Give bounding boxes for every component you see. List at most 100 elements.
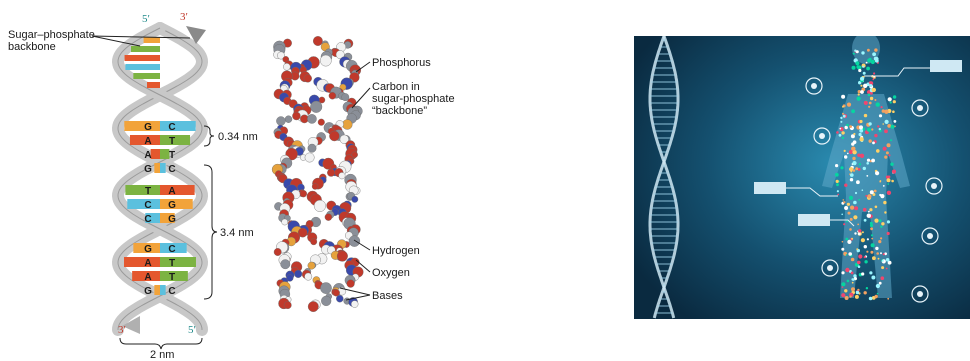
figure-sparkle (847, 203, 850, 206)
figure-sparkle (853, 53, 855, 55)
figure-sparkle (879, 219, 882, 222)
atom (352, 196, 358, 202)
atom (320, 55, 331, 66)
top-rung-segment (131, 46, 160, 52)
figure-sparkle (871, 159, 875, 163)
atoms (272, 36, 363, 312)
base-letter-right: T (169, 258, 175, 269)
figure-sparkle (880, 237, 882, 239)
figure-sparkle (875, 247, 878, 250)
base-C (160, 163, 166, 173)
base-letter-right: T (169, 136, 175, 147)
figure-sparkle (894, 120, 897, 123)
backbone-label-2: backbone (8, 41, 56, 53)
figure-sparkle (867, 238, 869, 240)
figure-sparkle (835, 173, 839, 177)
figure-sparkle (857, 154, 860, 157)
atom (313, 36, 322, 45)
figure-sparkle (858, 93, 860, 95)
figure-sparkle (857, 224, 859, 226)
figure-sparkle (876, 252, 879, 255)
figure-sparkle (841, 131, 844, 134)
figure-sparkle (859, 133, 862, 136)
callout-panel-icon (798, 214, 830, 226)
callout-dot-icon (811, 83, 817, 89)
figure-sparkle (848, 252, 852, 256)
figure-sparkle (887, 178, 891, 182)
figure-sparkle (893, 100, 896, 103)
figure-sparkle (890, 101, 892, 103)
figure-sparkle (874, 48, 877, 51)
atom (342, 120, 352, 130)
atom (329, 131, 339, 141)
figure-sparkle (870, 227, 873, 230)
base-A (124, 257, 160, 267)
figure-sparkle (860, 77, 864, 81)
figure-sparkle (864, 260, 867, 263)
carbon-label-1: Carbon in (372, 81, 420, 93)
atom (282, 219, 288, 225)
atom (308, 262, 315, 269)
figure-sparkle (862, 189, 864, 191)
illustration-canvas (634, 36, 970, 319)
figure-sparkle (844, 289, 847, 292)
human-dna-illustration (634, 36, 970, 319)
figure-sparkle (867, 128, 871, 132)
figure-sparkle (843, 115, 846, 118)
width-label: 2 nm (150, 349, 174, 361)
atom (308, 301, 318, 311)
base-C (160, 121, 196, 131)
figure-sparkle (842, 241, 844, 243)
figure-sparkle (875, 171, 879, 175)
atom (283, 63, 290, 70)
figure-sparkle (836, 183, 839, 186)
figure-sparkle (887, 220, 890, 223)
figure-sparkle (842, 113, 844, 115)
figure-sparkle (853, 169, 856, 172)
figure-sparkle (861, 272, 864, 275)
figure-sparkle (847, 280, 850, 283)
figure-sparkle (851, 238, 853, 240)
figure-sparkle (887, 183, 889, 185)
carbon-pointer (352, 88, 370, 108)
figure-sparkle (871, 276, 875, 280)
figure-sparkle (854, 232, 856, 234)
base-letter-right: G (168, 214, 176, 225)
pitch-label: 3.4 nm (220, 227, 254, 239)
callout-dot-icon (931, 183, 937, 189)
figure-sparkle (862, 231, 864, 233)
base-letter-right: C (168, 164, 175, 175)
figure-sparkle (846, 221, 848, 223)
atom (327, 169, 335, 177)
figure-sparkle (855, 295, 859, 299)
figure-sparkle (869, 297, 873, 301)
atom (281, 260, 290, 269)
carbon-label-3: “backbone” (372, 105, 427, 117)
figure-sparkle (853, 133, 855, 135)
base-letter-right: T (169, 150, 175, 161)
hydrogen-label: Hydrogen (372, 245, 420, 257)
bases-label: Bases (372, 290, 403, 302)
carbon-label-2: sugar-phosphate (372, 93, 455, 105)
bottom-left-prime: 3′ (118, 324, 126, 336)
figure-sparkle (891, 180, 894, 183)
figure-sparkle (882, 123, 884, 125)
figure-sparkle (881, 106, 883, 108)
figure-sparkle (885, 120, 889, 124)
top-rung-segment (125, 64, 160, 70)
bottom-right-prime: 5′ (188, 324, 196, 336)
figure-sparkle (849, 125, 852, 128)
figure-sparkle (855, 192, 857, 194)
figure-sparkle (839, 134, 842, 137)
figure-sparkle (887, 143, 891, 147)
callout-dot-icon (827, 265, 833, 271)
figure-sparkle (852, 66, 856, 70)
figure-sparkle (846, 254, 848, 256)
figure-sparkle (875, 295, 878, 298)
figure-sparkle (841, 271, 844, 274)
figure-sparkle (869, 58, 872, 61)
figure-sparkle (878, 240, 881, 243)
figure-sparkle (843, 201, 845, 203)
figure-sparkle (851, 272, 854, 275)
figure-sparkle (876, 284, 880, 288)
